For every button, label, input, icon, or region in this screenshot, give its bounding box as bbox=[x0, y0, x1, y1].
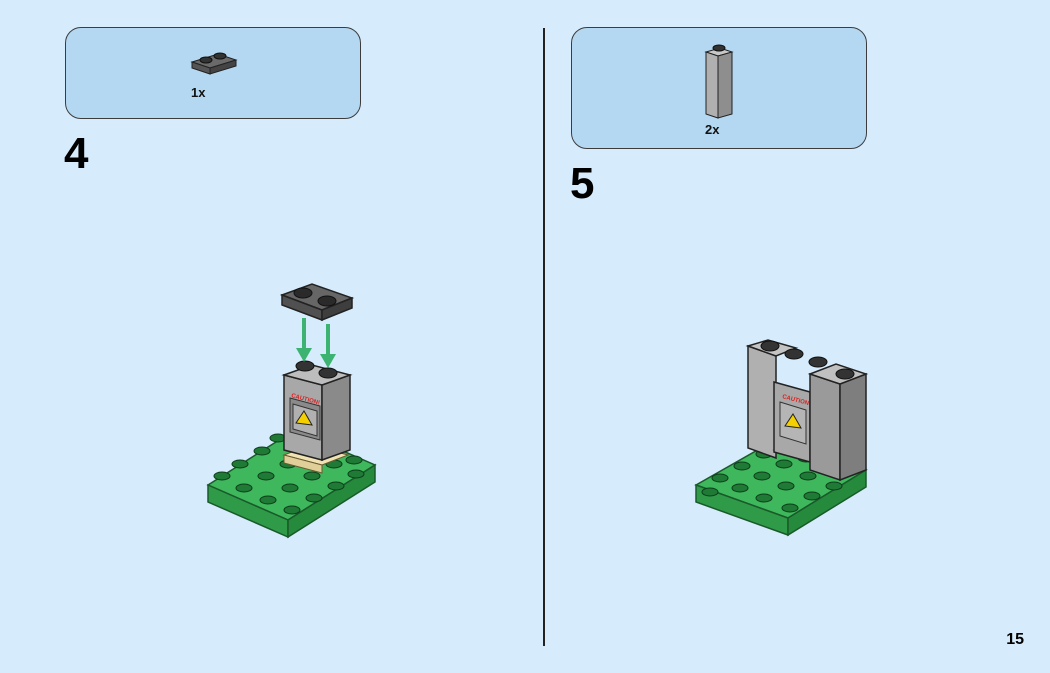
parts-box-step-5: 2x bbox=[571, 27, 867, 149]
plate-1x2-icon bbox=[190, 52, 238, 75]
step-number: 4 bbox=[64, 129, 89, 178]
part-quantity: 1x bbox=[191, 85, 206, 100]
page-divider bbox=[543, 28, 545, 646]
page-number: 15 bbox=[1006, 631, 1024, 648]
warning-sign-icon bbox=[295, 410, 313, 426]
step-5-assembly-illustration: CAUTION! bbox=[694, 339, 869, 537]
green-arrow-icon bbox=[296, 318, 336, 368]
step-4-assembly-illustration: CAUTION! bbox=[206, 283, 377, 539]
part-quantity: 2x bbox=[705, 122, 720, 137]
brick-1x1x3-icon bbox=[704, 44, 734, 119]
step-number: 5 bbox=[570, 159, 595, 208]
parts-box-step-4: 1x bbox=[65, 27, 361, 119]
warning-sign-icon bbox=[784, 413, 802, 429]
